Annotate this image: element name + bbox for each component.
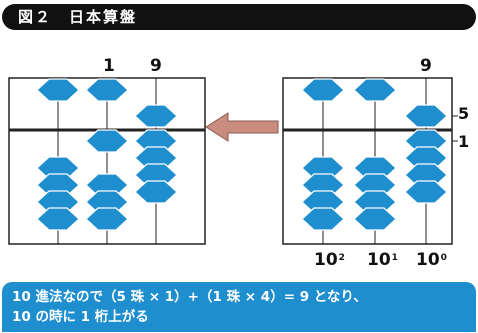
left-lower-bead <box>134 180 178 204</box>
right-lower-bead <box>404 180 448 204</box>
left-arrow <box>205 112 279 142</box>
right-upper-bead <box>301 78 345 102</box>
left-upper-bead <box>85 78 129 102</box>
right-column-3-value: 9 <box>420 56 432 76</box>
caption-line-2: 10 の時に 1 桁上がる <box>12 309 149 325</box>
place-value-1: 100 <box>416 250 447 270</box>
caption-box: 10 進法なので（5 珠 × 1）+（1 珠 × 4）= 9 となり、 10 の… <box>2 282 476 332</box>
place-value-10: 101 <box>367 250 398 270</box>
right-abacus-frame <box>282 77 453 245</box>
place-value-100: 102 <box>314 250 345 270</box>
upper-bead-value: 5 <box>458 104 470 123</box>
right-lower-bead <box>301 207 345 231</box>
left-column-2-value: 9 <box>150 56 162 76</box>
left-lower-bead <box>36 207 80 231</box>
right-lower-bead <box>353 207 397 231</box>
figure-title: 図２ 日本算盤 <box>18 8 138 26</box>
left-column-1-value: 1 <box>103 56 115 76</box>
left-upper-bead <box>36 78 80 102</box>
right-upper-bead <box>353 78 397 102</box>
caption-line-1: 10 進法なので（5 珠 × 1）+（1 珠 × 4）= 9 となり、 <box>12 289 367 305</box>
left-upper-bead <box>134 104 178 128</box>
left-lower-bead <box>85 207 129 231</box>
title-bar: 図２ 日本算盤 <box>2 4 476 30</box>
left-lower-bead <box>85 129 129 153</box>
right-upper-bead <box>404 104 448 128</box>
abacus-diagram <box>8 77 458 245</box>
lower-bead-value: 1 <box>458 132 470 151</box>
